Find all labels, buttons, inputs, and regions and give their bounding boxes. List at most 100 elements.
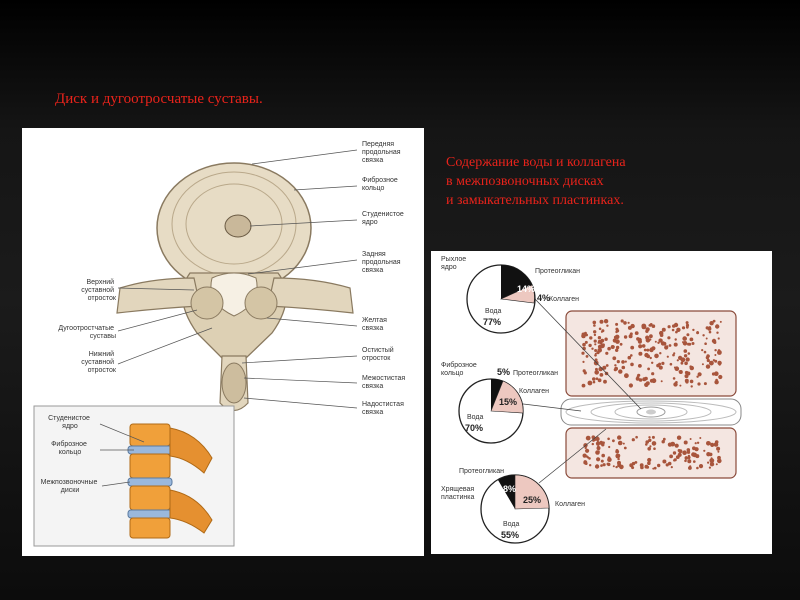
cancellous-dot: [593, 330, 597, 334]
cancellous-dot: [586, 456, 590, 459]
cancellous-dot: [653, 466, 657, 470]
lower-vertebral-body: [565, 427, 737, 479]
cancellous-dot: [604, 337, 608, 341]
cancellous-dot: [709, 360, 714, 366]
cancellous-dot: [628, 383, 633, 388]
cancellous-dot: [615, 345, 620, 350]
cancellous-dot: [615, 339, 620, 344]
cancellous-dot: [683, 354, 688, 358]
cancellous-dot: [602, 463, 606, 467]
cancellous-dot: [717, 458, 722, 464]
cancellous-dot: [597, 450, 600, 453]
cancellous-dot: [659, 330, 664, 336]
vertebra-diagram: Передняя продольная связка Фиброзное кол…: [33, 141, 406, 547]
caption-line: в межпозвоночных дисках: [446, 174, 604, 189]
cancellous-dot: [696, 441, 700, 444]
cancellous-dot: [705, 355, 710, 360]
cancellous-dot: [621, 365, 626, 370]
cancellous-dot: [613, 335, 617, 339]
cancellous-dot: [712, 359, 716, 362]
cancellous-dot: [673, 342, 678, 347]
pie-endplate-proteoglycan-label: Протеогликан: [459, 468, 504, 475]
pie-nucleus-proteoglycan-label: Протеогликан: [535, 268, 580, 275]
cancellous-dot: [617, 457, 620, 461]
cancellous-dot: [681, 326, 686, 330]
cancellous-dot: [617, 360, 620, 364]
cancellous-dot: [649, 334, 653, 339]
label-spinous-process: Остистый отросток: [362, 346, 396, 362]
cancellous-dot: [669, 362, 673, 366]
caption-line: Содержание воды и коллагена: [446, 155, 626, 170]
cancellous-dot: [593, 339, 597, 343]
cancellous-dot: [612, 345, 615, 348]
cancellous-dot: [605, 351, 609, 355]
cancellous-dot: [707, 326, 712, 331]
cancellous-dot: [585, 355, 589, 358]
label-ligamentum-flavum: Желтая связка: [362, 317, 389, 332]
cancellous-dot: [593, 333, 597, 337]
cancellous-dot: [660, 380, 663, 383]
cancellous-dot: [630, 362, 634, 367]
cancellous-dot: [673, 458, 677, 462]
cancellous-dot: [689, 379, 694, 384]
cancellous-dot: [631, 466, 635, 470]
cancellous-dot: [652, 467, 655, 470]
cancellous-dot: [635, 435, 638, 439]
cancellous-dot: [708, 452, 713, 457]
cancellous-dot: [707, 461, 710, 464]
cancellous-dot: [714, 440, 719, 444]
cancellous-dot: [683, 349, 688, 353]
cancellous-dot: [692, 328, 695, 332]
cancellous-dot: [593, 324, 596, 327]
cancellous-dot: [581, 333, 586, 339]
cancellous-dot: [619, 464, 624, 470]
cancellous-dot: [599, 319, 604, 324]
label-superior-articular-process: Верхний суставной отросток: [81, 278, 117, 302]
cancellous-dot: [686, 371, 691, 376]
cancellous-dot: [635, 376, 640, 381]
cancellous-dot: [647, 367, 650, 371]
cancellous-dot: [592, 380, 596, 384]
cancellous-dot: [581, 351, 585, 355]
cancellous-dot: [646, 354, 650, 359]
cancellous-dot: [584, 446, 587, 450]
cancellous-dot: [653, 447, 656, 450]
cancellous-dot: [715, 378, 718, 382]
cancellous-dot: [621, 360, 625, 364]
cancellous-dot: [591, 347, 594, 350]
cancellous-dot: [679, 384, 682, 387]
cancellous-dot: [674, 338, 677, 341]
cancellous-dot: [594, 358, 598, 362]
cancellous-dot: [646, 348, 650, 352]
cancellous-dot: [684, 361, 688, 366]
cancellous-dot: [687, 342, 690, 346]
cancellous-dot: [648, 324, 651, 327]
cancellous-dot: [647, 447, 651, 451]
label-supraspinous-ligament: Надостистая связка: [362, 401, 406, 416]
cancellous-dot: [689, 337, 694, 342]
cancellous-dot: [649, 338, 652, 341]
cancellous-dot: [646, 465, 650, 469]
pie-annulus-collagen-label: Коллаген: [519, 388, 549, 395]
cancellous-dot: [667, 325, 671, 329]
cancellous-dot: [691, 342, 695, 345]
cancellous-dot: [701, 363, 704, 366]
cancellous-dot: [595, 441, 601, 446]
pie-nucleus: [466, 264, 536, 334]
cancellous-dot: [640, 465, 644, 470]
cancellous-dot: [651, 372, 655, 376]
cancellous-dot: [623, 321, 627, 325]
cancellous-dot: [584, 340, 588, 344]
cancellous-dot: [684, 459, 687, 463]
composition-caption: Содержание воды и коллагена в межпозвоно…: [446, 153, 626, 210]
slide-title: Диск и дугоотросчатые суставы.: [55, 91, 263, 107]
cancellous-dot: [645, 338, 651, 343]
cancellous-dot: [637, 339, 642, 344]
cancellous-dot: [685, 325, 689, 329]
upper-vertebral-body: [565, 310, 737, 397]
cancellous-dot: [645, 377, 648, 380]
cancellous-dot: [719, 320, 722, 323]
cancellous-dot: [582, 453, 587, 458]
cancellous-dot: [624, 360, 627, 363]
right-facet-joint: [244, 286, 278, 320]
